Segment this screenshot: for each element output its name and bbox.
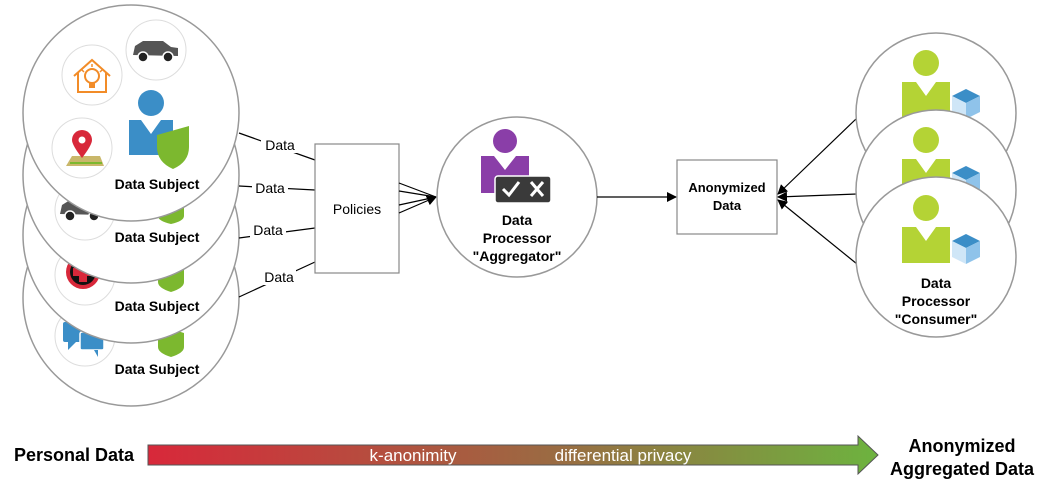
aggregator-label-line1: Data [502, 212, 533, 228]
spectrum-right-label-line2: Aggregated Data [890, 459, 1035, 479]
spectrum-right-label-line1: Anonymized [908, 436, 1015, 456]
data-edge-label: Data [265, 137, 295, 153]
data-edge-label: Data [264, 269, 294, 285]
anonymized-label-line2: Data [713, 198, 742, 213]
spectrum-mid-label-2: differential privacy [555, 446, 692, 465]
aggregator-label-line3: "Aggregator" [473, 248, 562, 264]
consumer-label-line3: "Consumer" [895, 311, 978, 327]
consumer-label-line2: Processor [902, 293, 971, 309]
spectrum-mid-label-1: k-anonimity [370, 446, 457, 465]
person-cube-icon [902, 195, 980, 264]
person-shield-icon [129, 90, 189, 169]
person-check-x-icon [481, 129, 552, 204]
subject-data-flows: Data Data Data Data [238, 132, 316, 298]
anonymized-data-box: Anonymized Data [676, 159, 778, 235]
policies-box: Policies [314, 143, 400, 274]
consumer-to-anonymized-arrows [777, 117, 858, 265]
map-pin-icon [51, 117, 113, 179]
data-subject-label: Data Subject [115, 229, 200, 245]
policies-label: Policies [333, 201, 381, 217]
privacy-spectrum: Personal Data k-anonimity differential p… [14, 434, 1035, 479]
spectrum-left-label: Personal Data [14, 445, 135, 465]
data-subject-circle-1: Data Subject [22, 4, 240, 222]
spectrum-gradient-arrow [147, 434, 879, 476]
car-icon [125, 19, 187, 81]
data-subject-label: Data Subject [115, 361, 200, 377]
consumer-circle-3: Data Processor "Consumer" [855, 176, 1017, 338]
anonymized-label-line1: Anonymized [688, 180, 765, 195]
smart-home-icon [61, 44, 123, 106]
data-subject-label: Data Subject [115, 176, 200, 192]
aggregator-label-line2: Processor [483, 230, 552, 246]
consumer-label-line1: Data [921, 275, 952, 291]
aggregator-node: Data Processor "Aggregator" [436, 116, 598, 278]
data-subject-label: Data Subject [115, 298, 200, 314]
data-edge-label: Data [255, 180, 285, 196]
data-edge-label: Data [253, 222, 283, 238]
policies-to-aggregator-arrows [398, 182, 437, 214]
